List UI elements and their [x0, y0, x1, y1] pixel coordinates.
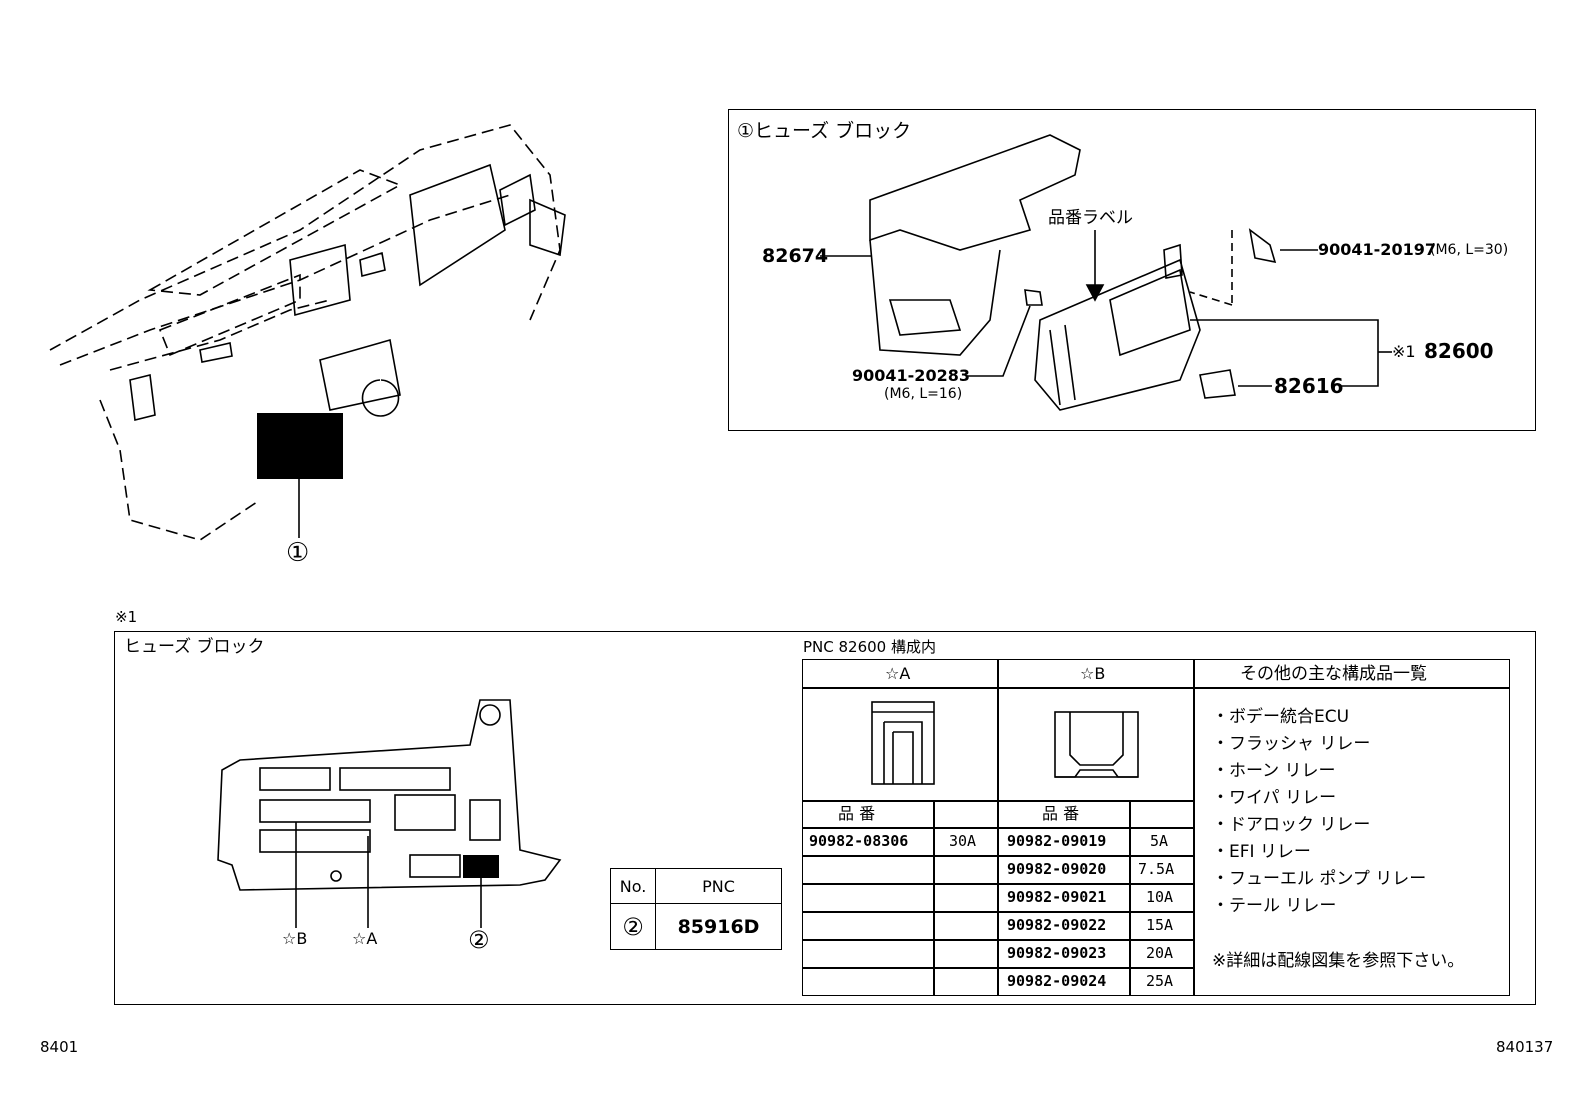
a-row-1-part: 90982-08306	[809, 832, 909, 850]
a-row-1-amp: 30A	[949, 832, 977, 850]
b-row-4-part: 90982-09022	[1007, 916, 1107, 934]
dashboard-illustration	[49, 124, 561, 541]
exploded-view	[869, 134, 1277, 411]
other-item-6: ・EFI リレー	[1212, 842, 1311, 862]
pnc-table-header-no: No.	[610, 868, 656, 904]
pnc-table-header-pnc: PNC	[655, 868, 782, 904]
row-line-5	[802, 967, 1194, 969]
other-item-8: ・テール リレー	[1212, 896, 1337, 916]
b-row-4-amp: 15A	[1146, 916, 1174, 934]
exploded-view-title: ①ヒューズ ブロック	[737, 120, 912, 142]
other-item-7: ・フューエル ポンプ リレー	[1212, 869, 1427, 889]
fuse-block-title: ヒューズ ブロック	[124, 637, 265, 657]
exploded-view-frame	[728, 109, 1536, 431]
pnc-table-row-pnc: 85916D	[655, 903, 782, 950]
other-item-5: ・ドアロック リレー	[1212, 815, 1371, 835]
part-82674: 82674	[762, 245, 829, 267]
part-90041-20283: 90041-20283	[852, 366, 970, 385]
image-row-line	[802, 800, 1194, 802]
part-82600-prefix: ※1	[1392, 342, 1416, 361]
b-row-3-amp: 10A	[1146, 888, 1174, 906]
b-row-5-amp: 20A	[1146, 944, 1174, 962]
header-line	[802, 687, 1510, 689]
callout-2-label: ②	[468, 926, 490, 954]
b-row-2-amp: 7.5A	[1138, 860, 1175, 878]
composition-footnote: ※詳細は配線図集を参照下さい。	[1212, 951, 1465, 971]
col-b-header: ☆B	[1080, 664, 1106, 683]
b-row-1-amp: 5A	[1150, 832, 1169, 850]
callout-1-label: ①	[286, 538, 310, 568]
row-line-3	[802, 911, 1194, 913]
other-item-4: ・ワイパ リレー	[1212, 788, 1337, 808]
other-item-1: ・ボデー統合ECU	[1212, 707, 1350, 727]
row-line-2	[802, 883, 1194, 885]
divider-a-amp	[933, 800, 935, 996]
note-mark-1: ※1	[115, 608, 138, 626]
dashboard-solid-parts	[129, 163, 566, 421]
star-b-label: ☆B	[282, 929, 308, 948]
col-a-part-label: 品 番	[838, 804, 876, 823]
fuse-block-detail-frame	[114, 631, 1536, 1005]
fuse-block-plan-view	[217, 699, 562, 891]
part-82600: 82600	[1424, 339, 1494, 363]
fuse-rows	[259, 767, 501, 878]
composition-heading: PNC 82600 構成内	[803, 638, 936, 656]
b-row-5-part: 90982-09023	[1007, 944, 1107, 962]
part-90041-20283-spec: (M6, L=16)	[884, 386, 963, 402]
pnc-table: No. PNC ② 85916D	[610, 868, 782, 950]
col-b-part-label: 品 番	[1042, 804, 1080, 823]
part-82616: 82616	[1274, 374, 1344, 398]
row-line-4	[802, 939, 1194, 941]
fuse-2-marker	[463, 855, 499, 878]
fuse-block-location-marker	[257, 413, 343, 479]
part-90041-20197: 90041-20197	[1318, 240, 1436, 259]
b-row-2-part: 90982-09020	[1007, 860, 1107, 878]
b-row-3-part: 90982-09021	[1007, 888, 1107, 906]
part-number-label-callout: 品番ラベル	[1048, 208, 1133, 228]
b-row-1-part: 90982-09019	[1007, 832, 1107, 850]
footer-left-code: 8401	[40, 1038, 79, 1056]
pnc-table-row-no: ②	[610, 903, 656, 950]
star-a-label: ☆A	[352, 929, 378, 948]
divider-b-amp	[1129, 800, 1131, 996]
col-a-header: ☆A	[885, 664, 911, 683]
part-label-row-line	[802, 827, 1194, 829]
footer-right-code: 840137	[1496, 1038, 1554, 1056]
row-line-1	[802, 855, 1194, 857]
b-row-6-amp: 25A	[1146, 972, 1174, 990]
b-row-6-part: 90982-09024	[1007, 972, 1107, 990]
col-other-header: その他の主な構成品一覧	[1240, 664, 1427, 684]
part-90041-20197-spec: (M6, L=30)	[1430, 242, 1509, 258]
other-item-2: ・フラッシャ リレー	[1212, 734, 1371, 754]
other-item-3: ・ホーン リレー	[1212, 761, 1336, 781]
